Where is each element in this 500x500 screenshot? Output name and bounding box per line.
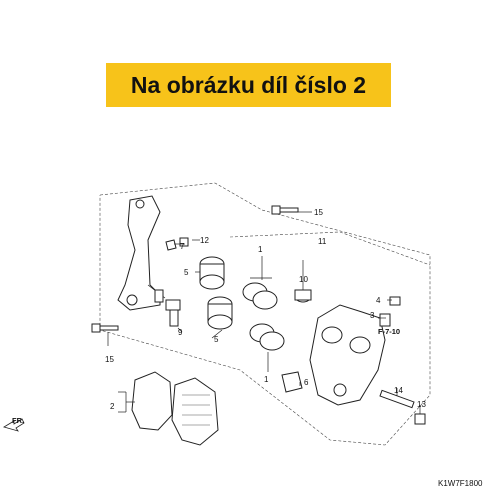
pad-spring [281, 371, 303, 393]
bolt-top [271, 205, 299, 215]
reference-code: F-7-10 [378, 327, 400, 336]
callout-5-upper: 5 [184, 268, 189, 277]
callout-1-upper: 1 [258, 245, 263, 254]
callout-13: 13 [417, 400, 426, 409]
callout-6: 6 [304, 378, 309, 387]
callout-15-top: 15 [314, 208, 323, 217]
callout-12: 12 [200, 236, 209, 245]
callout-2: 2 [110, 402, 115, 411]
seal-set [242, 282, 285, 351]
piston-lower [207, 296, 233, 330]
callout-10: 10 [299, 275, 308, 284]
boot [294, 289, 312, 303]
part-number-banner: Na obrázku díl číslo 2 [106, 63, 391, 107]
callout-14: 14 [394, 386, 403, 395]
callout-1-lower: 1 [264, 375, 269, 384]
callout-15-bottom: 15 [105, 355, 114, 364]
front-arrow-icon: FR. [3, 416, 25, 432]
assembly-boundary [99, 182, 431, 446]
caliper-body [309, 304, 386, 406]
pad-pin [379, 389, 415, 409]
callout-3: 3 [370, 311, 375, 320]
callout-9: 9 [178, 328, 183, 337]
plug-cap [414, 413, 426, 425]
callout-5-lower: 5 [214, 335, 219, 344]
callout-7: 7 [180, 242, 185, 251]
piston-upper [199, 256, 225, 290]
callout-11: 11 [318, 237, 327, 246]
clip-part-7 [165, 237, 189, 251]
leader-lines [107, 211, 421, 414]
diagram-code: K1W7F1800 [438, 479, 483, 488]
front-arrow-label: FR. [12, 416, 24, 425]
caliper-bracket [117, 195, 166, 311]
callout-4: 4 [376, 296, 381, 305]
brake-pad-set [131, 371, 219, 446]
bleeder-valve [379, 296, 401, 327]
slide-pin [165, 299, 181, 327]
caliper-group-boundary [229, 231, 431, 266]
banner-text: Na obrázku díl číslo 2 [130, 71, 367, 98]
bolt-bottom [91, 323, 119, 333]
